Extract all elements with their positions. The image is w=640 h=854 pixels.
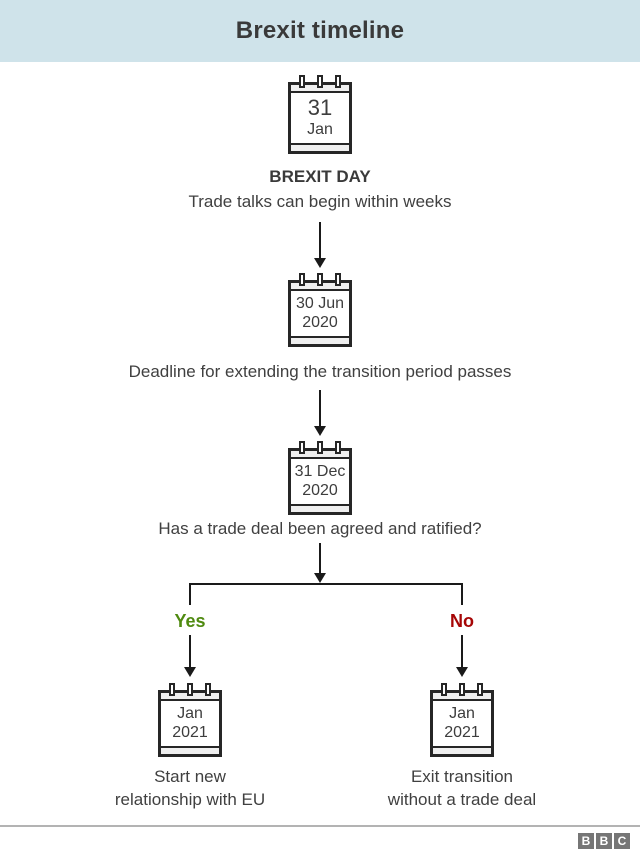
calendar-top-strip (291, 283, 349, 291)
calendar-ring-icon (205, 683, 211, 696)
branch-caption-yes: Start new relationship with EU (115, 765, 265, 811)
arrow-shaft (461, 635, 463, 667)
calendar-ring-icon (317, 441, 323, 454)
calendar-date-line: 2020 (302, 314, 338, 331)
step-caption-question: Has a trade deal been agreed and ratifie… (158, 519, 482, 538)
step-caption-deadline: Deadline for extending the transition pe… (128, 362, 512, 381)
caption-line: Start new (154, 767, 226, 786)
calendar-ring-icon (317, 75, 323, 88)
arrow-shaft (189, 635, 191, 667)
step-title-brexit-day: BREXIT DAY (269, 167, 371, 186)
calendar-date: 30 Jun 2020 (291, 291, 349, 336)
calendar-rings-icon (299, 75, 341, 88)
bbc-logo-letter: B (578, 832, 594, 849)
calendar-body: 30 Jun 2020 (288, 280, 352, 347)
branch-caption-no: Exit transition without a trade deal (388, 765, 536, 811)
calendar-icon-31-jan: 31 Jan (288, 75, 352, 154)
down-arrow-icon (456, 635, 468, 677)
calendar-ring-icon (335, 75, 341, 88)
arrow-head-icon (184, 667, 196, 677)
calendar-date: Jan 2021 (433, 701, 491, 746)
calendar-date-line: 2021 (444, 724, 480, 741)
footer: B B C (0, 825, 640, 854)
calendar-date-line: Jan (449, 705, 475, 722)
calendar-date: 31 Jan (291, 93, 349, 143)
down-arrow-icon (314, 222, 326, 268)
calendar-date-line: Jan (177, 705, 203, 722)
calendar-ring-icon (477, 683, 483, 696)
bbc-logo-letter: B (596, 832, 612, 849)
calendar-rings-icon (441, 683, 483, 696)
calendar-bottom-strip (291, 504, 349, 512)
calendar-date: Jan 2021 (161, 701, 219, 746)
page-title: Brexit timeline (235, 17, 405, 44)
arrow-head-icon (314, 258, 326, 268)
calendar-date-line: 2021 (172, 724, 208, 741)
branch-connector (189, 583, 463, 605)
calendar-body: Jan 2021 (158, 690, 222, 757)
calendar-top-strip (291, 85, 349, 93)
caption-line: without a trade deal (387, 790, 537, 809)
calendar-ring-icon (317, 273, 323, 286)
calendar-bottom-strip (291, 143, 349, 151)
calendar-ring-icon (441, 683, 447, 696)
arrow-shaft (319, 543, 321, 573)
arrow-head-icon (456, 667, 468, 677)
calendar-ring-icon (169, 683, 175, 696)
calendar-icon-jan-2021-yes: Jan 2021 (158, 683, 222, 757)
calendar-bottom-strip (433, 746, 491, 754)
calendar-icon-30-jun-2020: 30 Jun 2020 (288, 273, 352, 347)
calendar-date-line: 31 Dec (294, 463, 346, 480)
calendar-ring-icon (299, 75, 305, 88)
bbc-logo: B B C (576, 832, 630, 849)
calendar-rings-icon (299, 441, 341, 454)
calendar-date-line: Jan (307, 121, 333, 138)
arrow-head-icon (314, 573, 326, 583)
down-arrow-icon (314, 390, 326, 436)
calendar-top-strip (291, 451, 349, 459)
branches-section: Yes Jan 2021 (0, 605, 640, 817)
calendar-icon-31-dec-2020: 31 Dec 2020 (288, 441, 352, 515)
calendar-rings-icon (299, 273, 341, 286)
down-arrow-icon (184, 635, 196, 677)
calendar-ring-icon (187, 683, 193, 696)
calendar-bottom-strip (291, 336, 349, 344)
calendar-ring-icon (299, 441, 305, 454)
branch-yes: Yes Jan 2021 (80, 605, 300, 811)
caption-line: relationship with EU (114, 790, 266, 809)
calendar-ring-icon (459, 683, 465, 696)
calendar-top-strip (433, 693, 491, 701)
calendar-ring-icon (335, 441, 341, 454)
arrow-shaft (319, 222, 321, 258)
branch-label-no: No (450, 611, 474, 631)
calendar-body: 31 Jan (288, 82, 352, 154)
calendar-date-line: 2020 (302, 482, 338, 499)
calendar-body: Jan 2021 (430, 690, 494, 757)
calendar-ring-icon (335, 273, 341, 286)
calendar-ring-icon (299, 273, 305, 286)
step-caption-trade-talks: Trade talks can begin within weeks (188, 192, 452, 211)
branch-no: No Jan 2021 (352, 605, 572, 811)
down-arrow-icon (314, 543, 326, 583)
timeline-flow: 31 Jan BREXIT DAY Trade talks can begin … (0, 62, 640, 817)
arrow-shaft (319, 390, 321, 426)
branch-label-yes: Yes (174, 611, 206, 631)
calendar-top-strip (161, 693, 219, 701)
arrow-head-icon (314, 426, 326, 436)
calendar-icon-jan-2021-no: Jan 2021 (430, 683, 494, 757)
calendar-rings-icon (169, 683, 211, 696)
calendar-date-line: 31 (307, 95, 333, 120)
calendar-date: 31 Dec 2020 (291, 459, 349, 504)
calendar-body: 31 Dec 2020 (288, 448, 352, 515)
caption-line: Exit transition (410, 767, 514, 786)
calendar-date-line: 30 Jun (295, 295, 345, 312)
bbc-logo-letter: C (614, 832, 630, 849)
calendar-bottom-strip (161, 746, 219, 754)
header-band: Brexit timeline (0, 0, 640, 62)
